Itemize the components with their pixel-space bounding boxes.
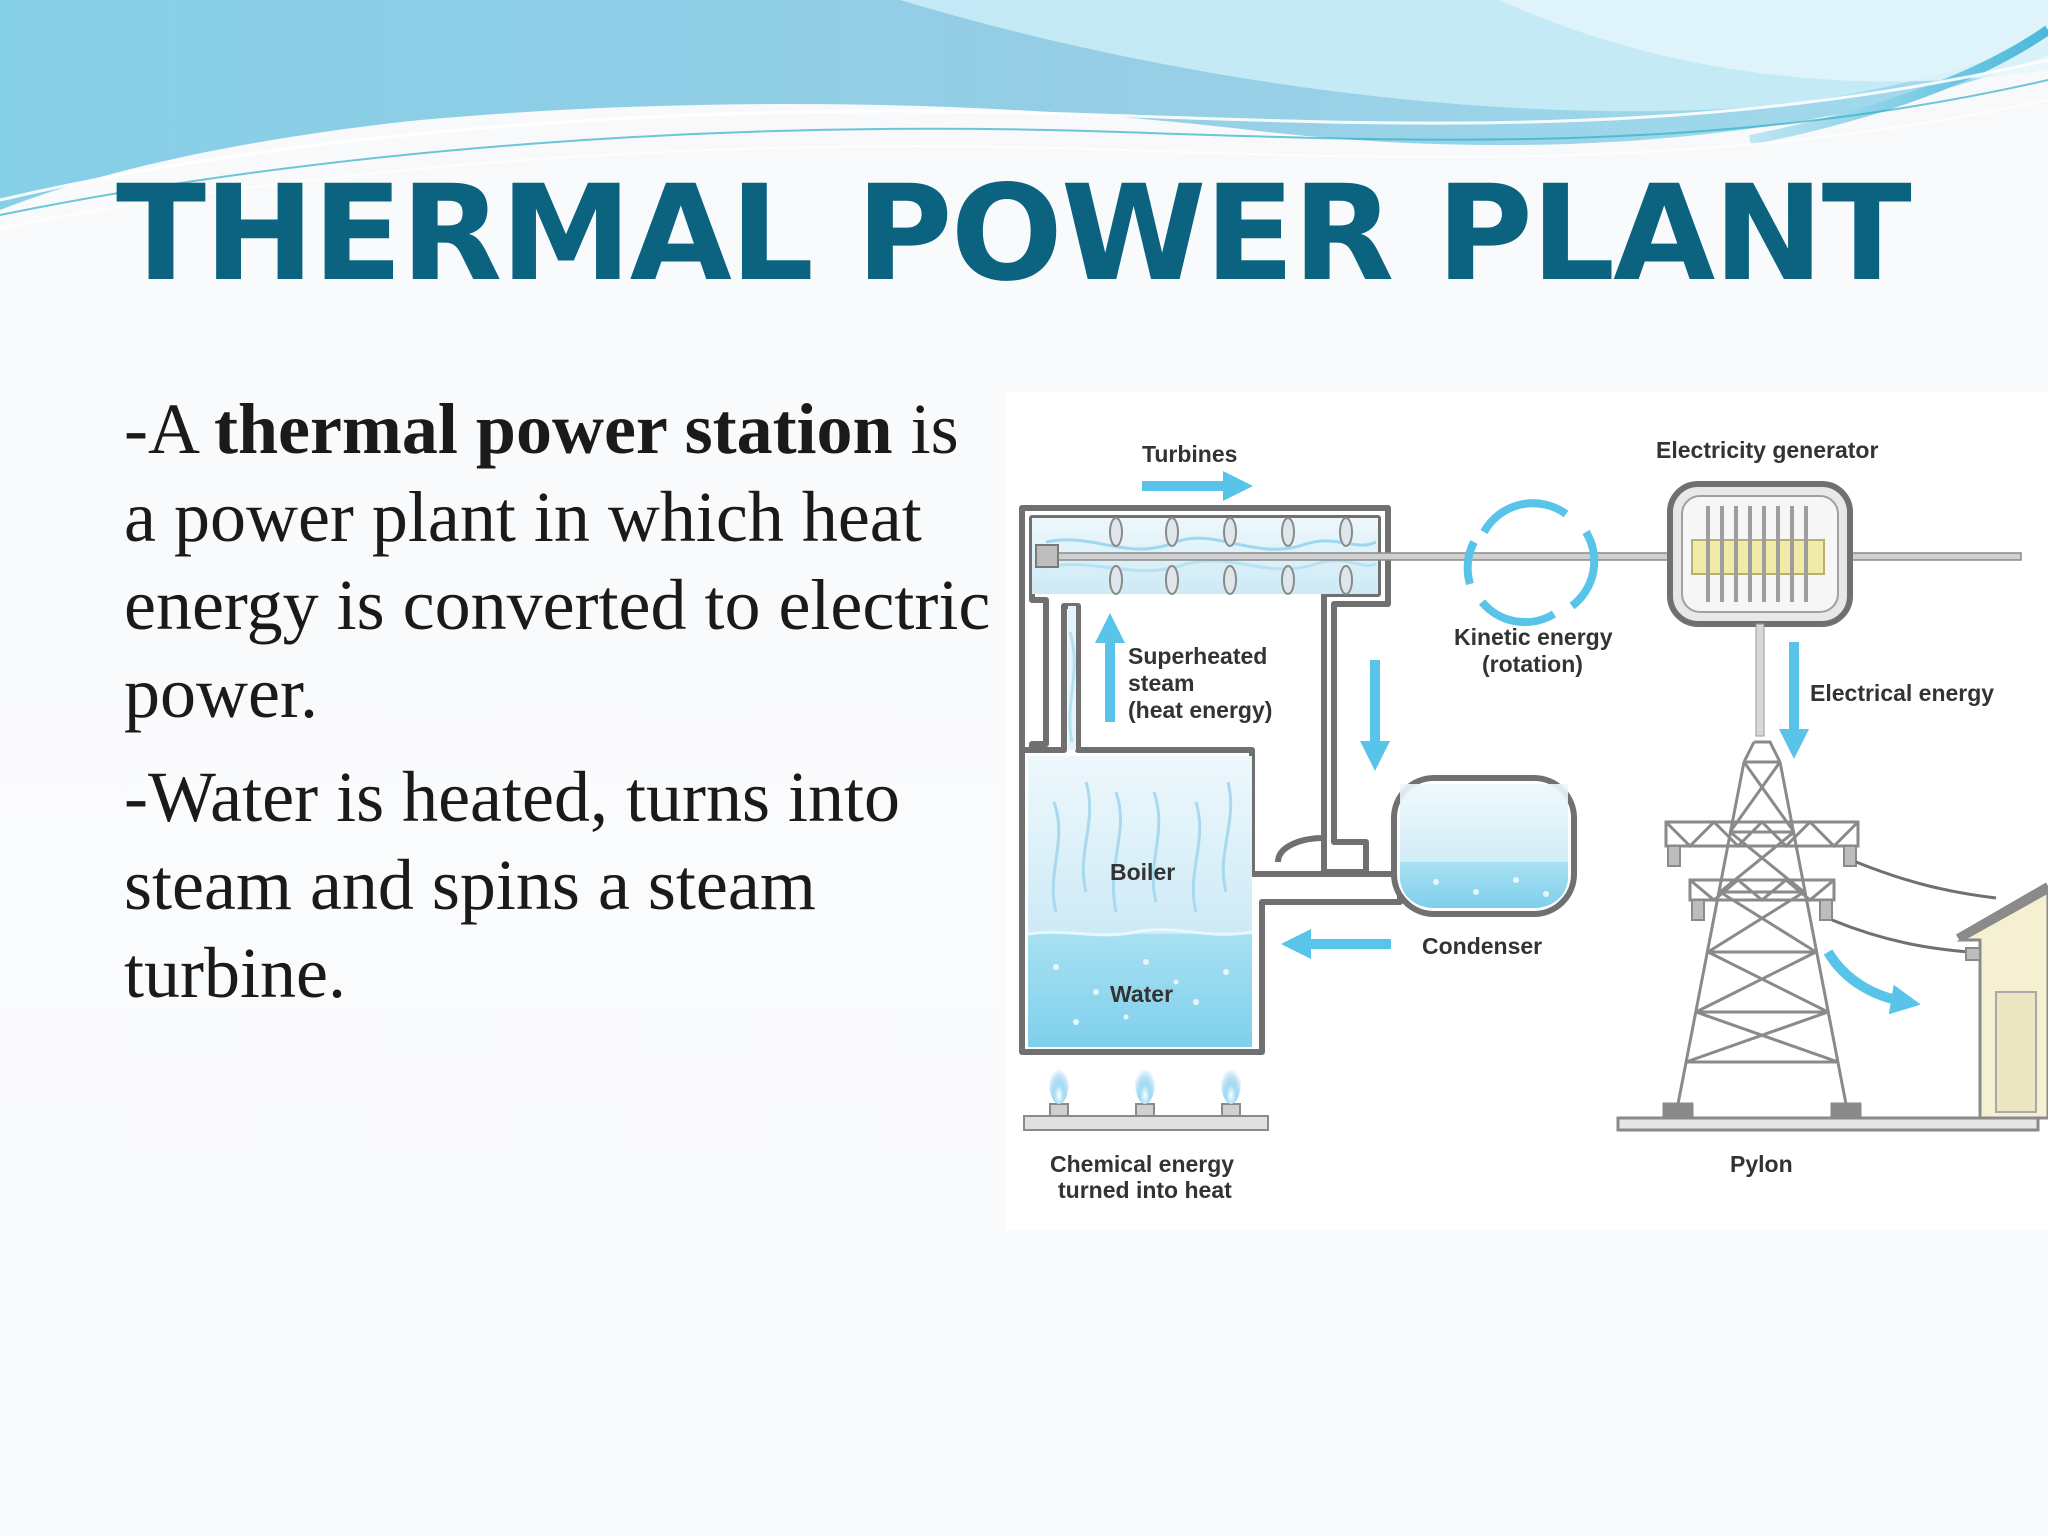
boiler-label: Boiler	[1110, 859, 1175, 885]
electrical-energy-label: Electrical energy	[1810, 680, 1994, 706]
water-label: Water	[1110, 981, 1173, 1007]
pylon	[1616, 740, 2040, 1132]
superheated-steam-label-line2: steam	[1128, 670, 1194, 696]
kinetic-energy-label-line1: Kinetic energy	[1454, 624, 1613, 650]
condenser	[1275, 600, 1577, 917]
transmission-arrow	[1823, 949, 1921, 1015]
paragraph-definition: -A thermal power station is a power plan…	[124, 385, 1004, 737]
superheated-steam-label-line3: (heat energy)	[1128, 697, 1272, 723]
turbines-label: Turbines	[1142, 441, 1237, 467]
boiler	[1019, 603, 1403, 1055]
paragraph-rest: is a power plant in which heat energy is…	[124, 389, 991, 733]
chemical-energy-label-line1: Chemical energy	[1050, 1151, 1234, 1177]
paragraph-prefix: -A	[124, 389, 214, 469]
house	[1955, 882, 2048, 1120]
rotation-indicator	[1463, 499, 1599, 627]
header-wave-decoration	[0, 0, 2048, 229]
thermal-plant-diagram: Turbines	[1006, 392, 2048, 1230]
electricity-generator-label: Electricity generator	[1656, 437, 1878, 463]
paragraph-bold-term: thermal power station	[214, 389, 893, 469]
chemical-energy-label-line2: turned into heat	[1058, 1177, 1232, 1203]
condenser-label: Condenser	[1422, 933, 1542, 959]
burners	[1023, 1060, 1269, 1131]
electricity-generator	[1667, 481, 1853, 627]
slide-body: -A thermal power station is a power plan…	[124, 385, 1004, 1033]
kinetic-energy-label-line2: (rotation)	[1482, 651, 1583, 677]
slide-title: THERMAL POWER PLANT	[116, 157, 1912, 311]
superheated-steam-label-line1: Superheated	[1128, 643, 1267, 669]
diagram-svg: Turbines	[1019, 437, 2048, 1203]
turbine-assembly	[1019, 505, 2022, 875]
pylon-label: Pylon	[1730, 1151, 1793, 1177]
paragraph-process: -Water is heated, turns into steam and s…	[124, 757, 900, 1013]
